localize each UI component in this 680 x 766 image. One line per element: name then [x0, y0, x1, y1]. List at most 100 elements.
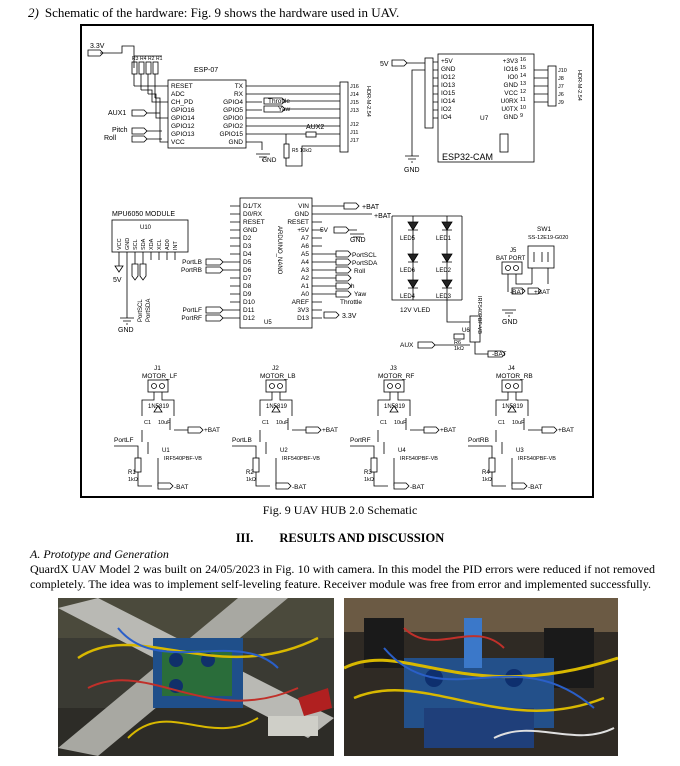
power-pos-bat: +BAT [534, 289, 550, 296]
led-r6-val: 1kΩ [454, 346, 464, 352]
subsection-heading: A. Prototype and Generation [30, 547, 169, 561]
svg-text:D4: D4 [243, 251, 252, 258]
svg-text:AD0: AD0 [165, 239, 171, 250]
svg-text:J16: J16 [350, 84, 359, 90]
esp32cam-section: 5V GND +5V GND IO12 IO13 IO15 IO14 IO2 I… [380, 53, 582, 174]
motor-label: MOTOR_RF [378, 373, 414, 380]
motor-neg-bat: -BAT [410, 484, 424, 491]
svg-text:D9: D9 [243, 291, 252, 298]
svg-text:XCL: XCL [157, 239, 163, 250]
nano-roll: Roll [354, 268, 366, 275]
svg-text:D7: D7 [243, 275, 252, 282]
svg-text:J6: J6 [558, 92, 564, 98]
motor-pos-bat: +BAT [558, 427, 574, 434]
svg-text:U0RX: U0RX [501, 98, 519, 105]
svg-text:A4: A4 [301, 259, 309, 266]
svg-text:U0TX: U0TX [501, 106, 518, 113]
svg-text:+5V: +5V [441, 58, 453, 65]
motor-mosfet: IRF540PBF-VB [400, 456, 438, 462]
motor-label: MOTOR_LB [260, 373, 296, 380]
motor-port: PortRB [468, 437, 489, 444]
nano-port-lb: PortLB [182, 259, 202, 266]
esp07-title: ESP-07 [194, 67, 218, 74]
aux1-label: AUX1 [108, 110, 126, 117]
roll-label: Roll [104, 135, 117, 142]
svg-text:GPIO13: GPIO13 [171, 131, 195, 138]
svg-text:J11: J11 [350, 130, 358, 136]
svg-text:ADC: ADC [171, 91, 185, 98]
svg-text:GND: GND [125, 238, 131, 250]
esp32-u7: U7 [480, 115, 489, 122]
esp07-supply-label: 3.3V [90, 43, 105, 50]
svg-text:RESET: RESET [243, 219, 265, 226]
motor-mosfet: IRF540PBF-VB [518, 456, 556, 462]
svg-text:LED5: LED5 [400, 236, 416, 242]
esp07-left-pins: RESET ADC CH_PD GPIO16 GPIO14 GPIO12 GPI… [171, 83, 195, 146]
svg-text:AREF: AREF [292, 299, 309, 306]
motor-j: J4 [508, 365, 515, 372]
motor-r: R1 [128, 470, 136, 476]
resistor-label: R1 [156, 56, 163, 62]
svg-text:D5: D5 [243, 259, 252, 266]
svg-text:XDA: XDA [149, 238, 155, 250]
nano-port-rb: PortRB [181, 267, 202, 274]
svg-text:GPIO4: GPIO4 [223, 99, 243, 106]
svg-text:+5V: +5V [297, 227, 309, 234]
section-title-text: RESULTS AND DISCUSSION [279, 531, 445, 545]
motor-j: J1 [154, 365, 161, 372]
svg-text:IO13: IO13 [441, 82, 455, 89]
nano-bat: +BAT [362, 204, 380, 211]
motor-cap-val: 10uF [394, 420, 407, 426]
motor-r-val: 1kΩ [128, 477, 138, 483]
svg-text:3V3: 3V3 [297, 307, 309, 314]
svg-text:J17: J17 [350, 138, 359, 144]
svg-text:GND: GND [243, 227, 258, 234]
svg-text:D13: D13 [297, 315, 309, 322]
esp07-header: J16 J14 J15 J13 J12 J11 J17 HDR-M-2.54 [339, 81, 371, 153]
figure-caption: Fig. 9 UAV HUB 2.0 Schematic [262, 503, 418, 517]
svg-text:GND: GND [504, 114, 519, 121]
arduino-nano-section: D1/TX D0/RX RESET GND D2 D3 D4 D5 D6 D7 … [181, 197, 392, 329]
motor-driver: J2 MOTOR_LB 1N5819 C1 10uF +BAT PortLB R… [232, 365, 338, 491]
svg-text:IO0: IO0 [508, 74, 519, 81]
esp32-title: ESP32-CAM [442, 152, 493, 162]
svg-text:IO15: IO15 [441, 90, 455, 97]
svg-text:+3V3: +3V3 [503, 58, 519, 65]
mpu-gnd: GND [118, 327, 134, 334]
svg-text:15: 15 [520, 65, 526, 71]
mpu-5v: 5V [113, 277, 122, 284]
nano-yaw: Yaw [354, 291, 366, 298]
motor-r-val: 1kΩ [482, 477, 492, 483]
svg-text:SCL: SCL [133, 239, 139, 250]
svg-text:GPIO14: GPIO14 [171, 115, 195, 122]
nano-5v: 5V [320, 227, 329, 234]
motor-neg-bat: -BAT [174, 484, 188, 491]
esp07-right-pins: TX RX GPIO4 GPIO5 GPIO0 GPIO2 GPIO15 GND [220, 83, 244, 146]
motor-cap: C1 [498, 420, 505, 426]
item-heading: 2)Schematic of the hardware: Fig. 9 show… [28, 5, 399, 21]
motors-row: J1 MOTOR_LF 1N5819 C1 10uF +BAT PortLF R… [114, 365, 574, 491]
esp07-gnd-label: GND [262, 157, 277, 164]
motor-r: R2 [246, 470, 254, 476]
svg-text:D8: D8 [243, 283, 252, 290]
prototype-photo-right [344, 598, 618, 756]
svg-text:RESET: RESET [287, 219, 309, 226]
motor-u: U2 [280, 448, 288, 454]
svg-text:D0/RX: D0/RX [243, 211, 263, 218]
led-section: LED5 LED1 LED6 LED2 LED4 LED3 12V VLED I… [391, 215, 506, 358]
motor-u: U4 [398, 448, 406, 454]
motor-r-val: 1kΩ [246, 477, 256, 483]
svg-text:J12: J12 [350, 122, 359, 128]
svg-text:GPIO2: GPIO2 [223, 123, 243, 130]
resistor-label: R3 [132, 56, 139, 62]
motor-neg-bat: -BAT [528, 484, 542, 491]
esp32-header-label: HDR-M-2.54 [576, 70, 582, 101]
svg-text:A6: A6 [301, 243, 309, 250]
nano-title: ARDUINO_NANO [276, 226, 282, 275]
svg-text:TX: TX [235, 83, 244, 90]
svg-text:LED1: LED1 [436, 236, 452, 242]
svg-text:12: 12 [520, 89, 526, 95]
motor-pos-bat: +BAT [440, 427, 456, 434]
svg-text:11: 11 [520, 97, 526, 103]
svg-text:LED6: LED6 [400, 268, 416, 274]
